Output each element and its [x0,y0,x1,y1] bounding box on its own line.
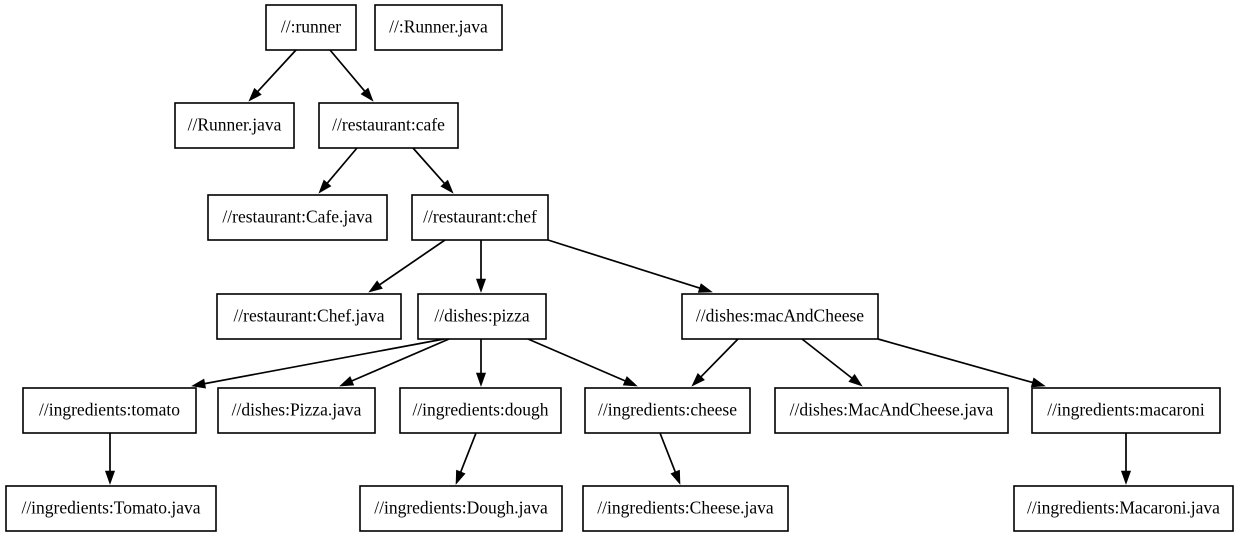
graph-edge [527,338,638,387]
graph-node-label: //restaurant:Cafe.java [222,207,372,227]
graph-edge [547,239,713,293]
graph-edge [801,338,863,387]
graph-node-runner[interactable]: //:runner [265,4,357,51]
graph-node-dishes_pizza_java[interactable]: //dishes:Pizza.java [217,387,376,434]
graph-node-label: //dishes:pizza [434,306,529,326]
graph-node-label: //:Runner.java [389,17,488,37]
graph-node-dishes_macandcheese_java[interactable]: //dishes:MacAndCheese.java [774,387,1009,434]
graph-edge [104,433,116,485]
graph-node-label: //dishes:MacAndCheese.java [790,400,994,420]
graph-node-restaurant_cafe_java[interactable]: //restaurant:Cafe.java [207,194,388,241]
graph-node-label: //ingredients:Cheese.java [597,498,774,518]
graph-node-label: //restaurant:chef [423,207,537,227]
graph-node-label: //ingredients:tomato [39,400,180,420]
graph-node-label: //ingredients:Macaroni.java [1027,498,1220,518]
graph-node-label: //ingredients:Tomato.java [21,498,200,518]
graph-node-runner_java_root[interactable]: //:Runner.java [374,4,503,51]
graph-edge [368,239,446,293]
graph-node-restaurant_cafe[interactable]: //restaurant:cafe [318,102,459,149]
graph-edge [691,338,739,387]
graph-node-ing_cheese_java[interactable]: //ingredients:Cheese.java [582,485,789,532]
graph-edge [475,240,487,293]
node-layer: //:runner //:Runner.java //Runner.java //re… [5,4,1234,532]
graph-node-label: //Runner.java [188,115,282,135]
graph-edge [339,338,450,387]
graph-node-ing_tomato[interactable]: //ingredients:tomato [22,387,197,434]
graph-edge [455,432,477,485]
graph-edge [475,339,487,387]
graph-node-label: //:runner [281,17,341,37]
graph-node-ing_dough[interactable]: //ingredients:dough [399,387,562,434]
graph-edge [412,147,454,194]
graph-node-label: //ingredients:macaroni [1047,400,1205,420]
graph-edge [248,49,297,102]
graph-node-ing_macaroni[interactable]: //ingredients:macaroni [1031,387,1221,434]
graph-edge [191,338,445,389]
graph-edge [318,147,358,194]
graph-node-ing_dough_java[interactable]: //ingredients:Dough.java [359,485,563,532]
graph-node-runner_java[interactable]: //Runner.java [174,102,295,149]
graph-node-ing_tomato_java[interactable]: //ingredients:Tomato.java [5,485,217,532]
edge-layer [104,49,1132,485]
graph-node-label: //restaurant:Chef.java [233,306,384,326]
graph-node-ing_macaroni_java[interactable]: //ingredients:Macaroni.java [1013,485,1234,532]
graph-node-label: //dishes:macAndCheese [696,306,864,326]
graph-edge [329,49,374,102]
graph-node-dishes_macandcheese[interactable]: //dishes:macAndCheese [681,293,879,340]
graph-node-label: //ingredients:cheese [598,400,737,420]
graph-node-label: //ingredients:Dough.java [374,498,548,518]
graph-edge [659,432,681,485]
graph-node-restaurant_chef_java[interactable]: //restaurant:Chef.java [216,293,402,340]
graph-node-restaurant_chef[interactable]: //restaurant:chef [411,194,549,241]
graph-node-label: //restaurant:cafe [332,115,445,135]
graph-edge [877,338,1046,388]
graph-node-label: //dishes:Pizza.java [232,400,362,420]
graph-node-dishes_pizza[interactable]: //dishes:pizza [417,293,547,340]
graph-edge [1120,433,1132,485]
graph-node-label: //ingredients:dough [412,400,548,420]
graph-node-ing_cheese[interactable]: //ingredients:cheese [584,387,751,434]
